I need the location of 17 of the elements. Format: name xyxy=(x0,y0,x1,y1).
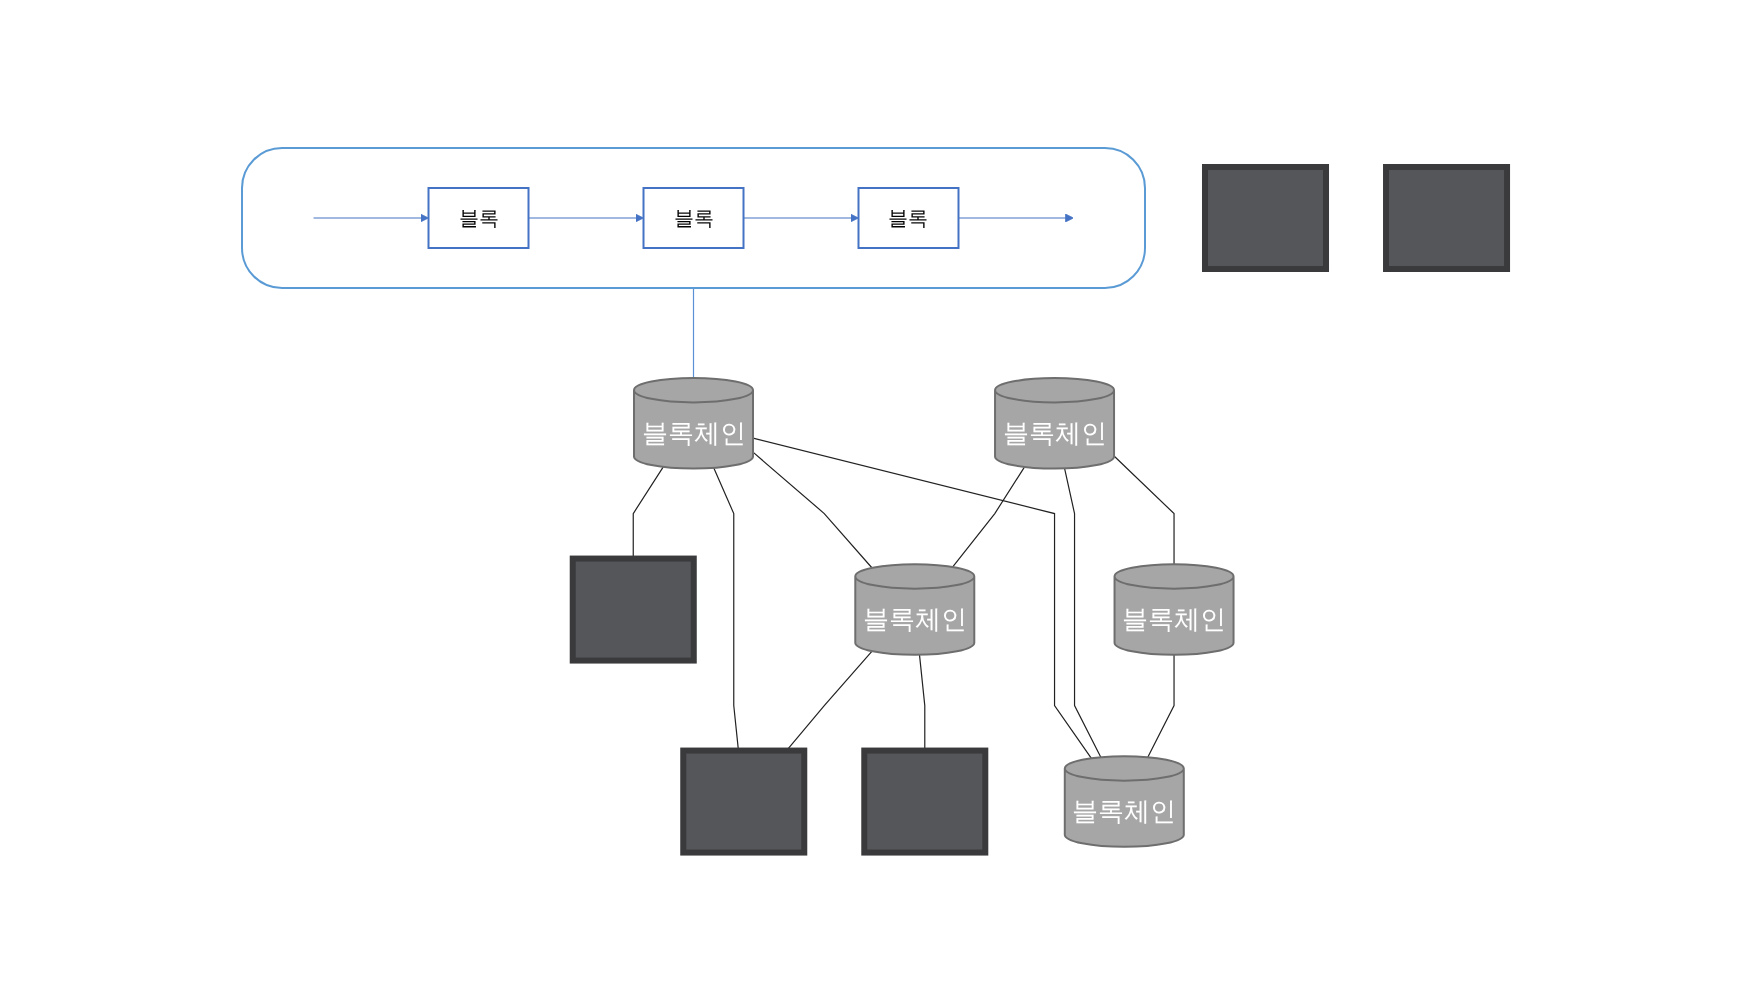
node-box: 블록 xyxy=(857,187,960,250)
cluster xyxy=(241,147,1147,290)
node-box xyxy=(680,747,808,856)
node-box: 블록 xyxy=(428,187,530,250)
connector xyxy=(752,451,874,569)
connector xyxy=(952,466,1026,568)
node-box xyxy=(570,555,698,664)
arrow xyxy=(958,213,1075,223)
connector xyxy=(693,287,695,379)
node-box xyxy=(1202,164,1330,273)
connector xyxy=(752,437,1093,760)
connector xyxy=(1064,468,1102,759)
node-box: 블록 xyxy=(642,187,745,250)
connector xyxy=(1147,654,1176,759)
node-box xyxy=(861,747,989,856)
connector xyxy=(1113,455,1176,566)
node-box xyxy=(1383,164,1511,273)
